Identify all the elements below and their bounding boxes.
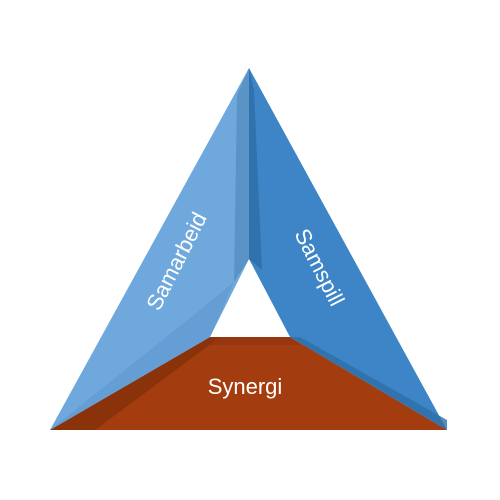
segment-samspill-lower-edge bbox=[290, 337, 447, 430]
segment-synergi-bevel bbox=[200, 337, 300, 345]
segment-synergi-face bbox=[50, 337, 447, 430]
segment-synergi bbox=[50, 337, 447, 430]
segment-samspill bbox=[249, 68, 447, 430]
label-synergi: Synergi bbox=[208, 374, 283, 399]
segment-samarbeid bbox=[50, 68, 249, 430]
segment-synergi-shadow bbox=[50, 337, 220, 430]
segment-samarbeid-inner-edge bbox=[234, 68, 249, 282]
segment-samspill-inner-edge bbox=[249, 68, 262, 270]
